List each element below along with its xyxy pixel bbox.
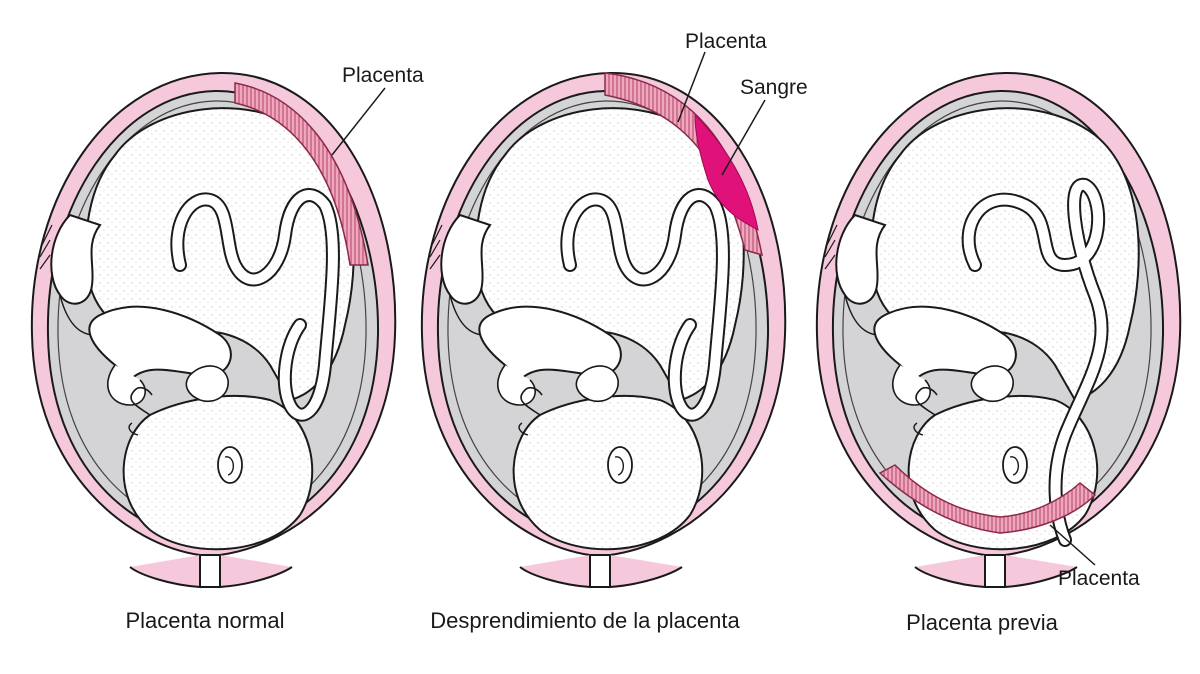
blood-leader-line — [721, 99, 766, 176]
panel-normal — [30, 71, 397, 588]
placenta-leader-line — [1049, 524, 1096, 566]
blood-clot — [694, 113, 759, 231]
uterus-illustration — [815, 71, 1182, 588]
blood-label: Sangre — [740, 76, 808, 99]
panel-abruption — [420, 71, 787, 588]
placenta-label: Placenta — [342, 64, 424, 87]
uterus-illustration — [30, 71, 397, 588]
placenta-shape — [234, 82, 369, 266]
uterus-illustration — [420, 71, 787, 588]
placenta-label: Placenta — [685, 30, 767, 53]
placenta-leader-line — [677, 51, 706, 123]
caption-abruption: Desprendimiento de la placenta — [430, 608, 740, 633]
caption-previa: Placenta previa — [906, 610, 1058, 635]
caption-normal: Placenta normal — [126, 608, 285, 633]
placenta-leader-line — [331, 87, 386, 156]
placenta-shape — [878, 464, 1097, 534]
panel-previa — [815, 71, 1182, 588]
placenta-label: Placenta — [1058, 567, 1140, 590]
